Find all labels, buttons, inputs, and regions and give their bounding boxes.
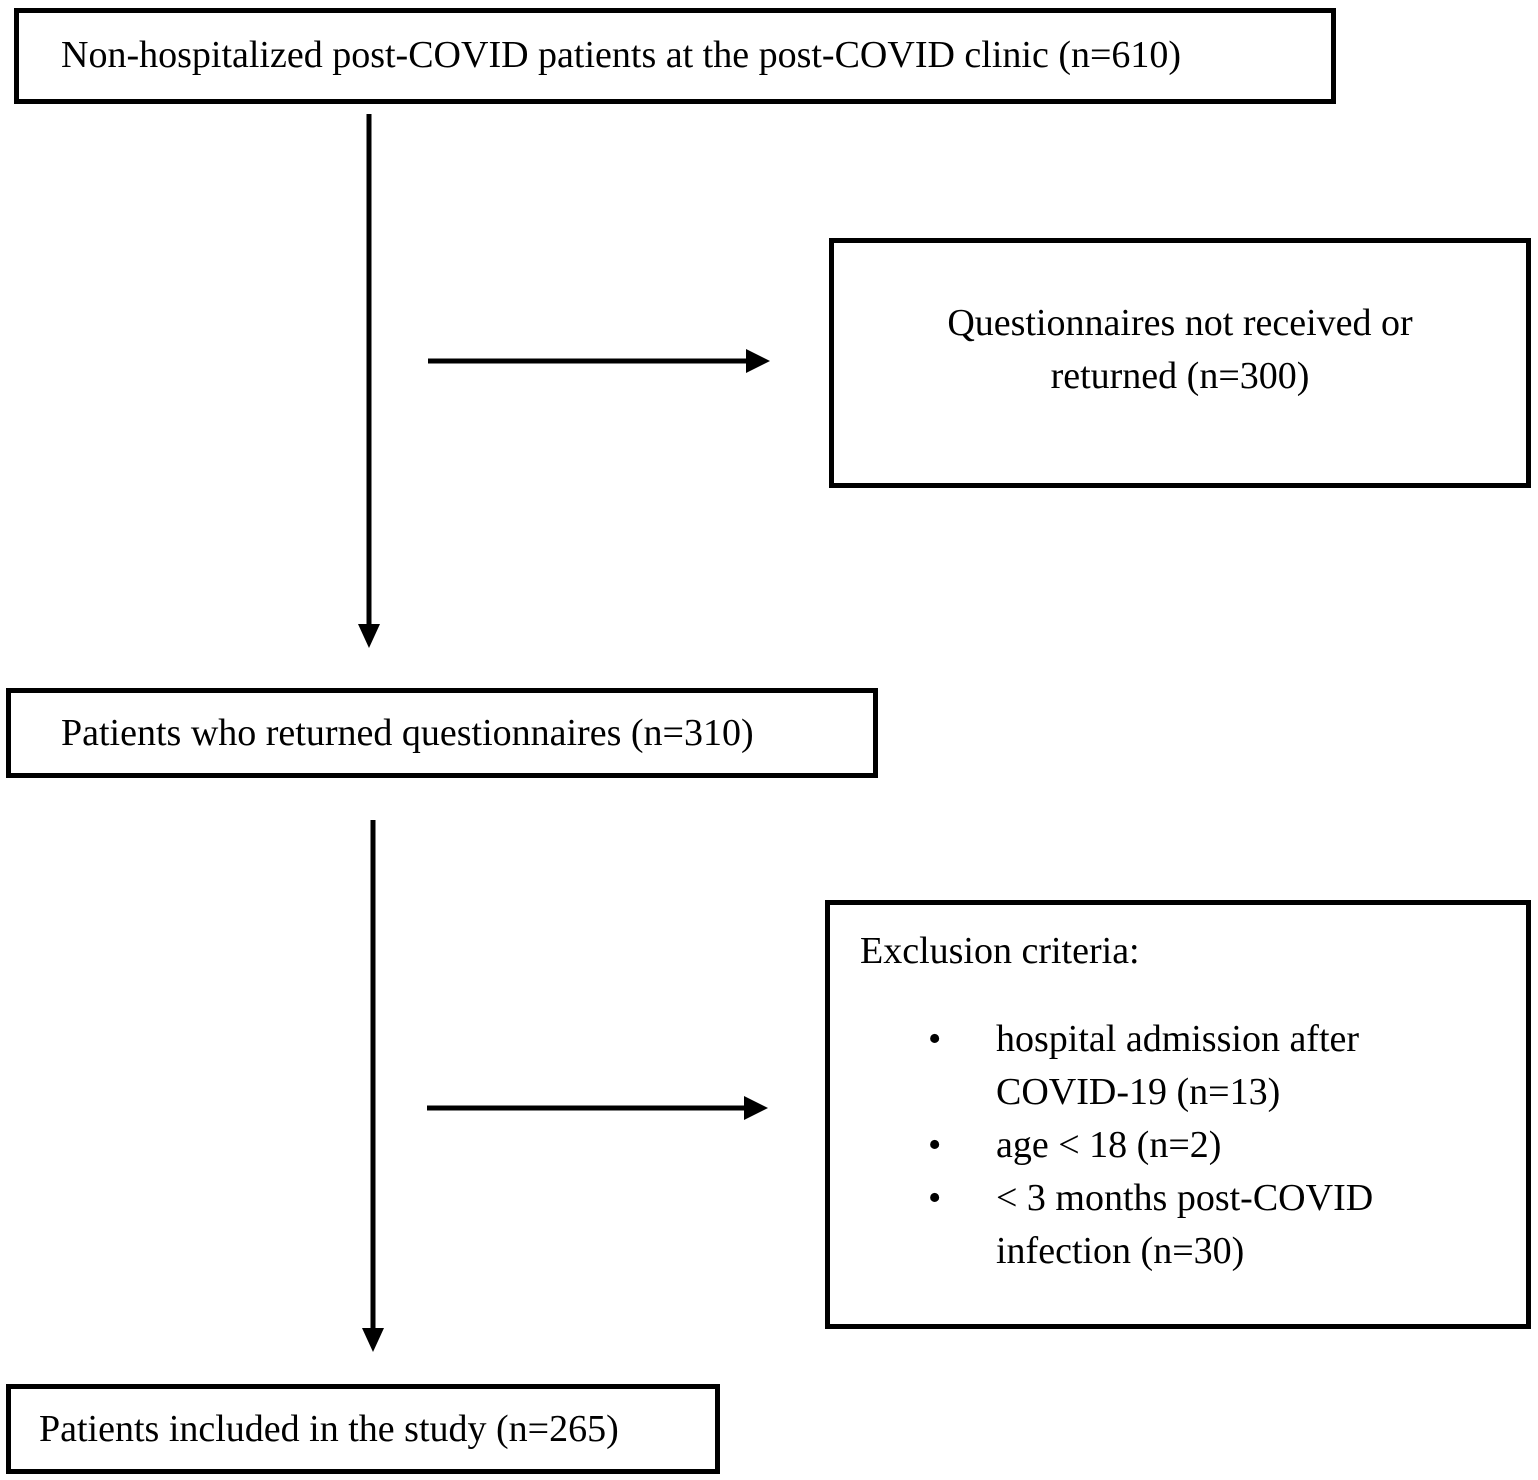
arrow-to-exclusion xyxy=(427,1096,768,1120)
box-returned-questionnaires: Patients who returned questionnaires (n=… xyxy=(6,688,878,778)
box-questionnaires-not-returned: Questionnaires not received or returned … xyxy=(829,238,1531,488)
arrow-returned-to-included xyxy=(362,820,384,1352)
bullet-icon: • xyxy=(928,1177,942,1219)
included-label: Patients included in the study (n=265) xyxy=(39,1408,619,1450)
exclusion-item-text: < 3 months post-COVID infection (n=30) xyxy=(996,1177,1374,1272)
exclusion-item: • < 3 months post-COVID infection (n=30) xyxy=(830,1172,1426,1278)
returned-label: Patients who returned questionnaires (n=… xyxy=(61,712,754,754)
exclusion-item: • hospital admission after COVID-19 (n=1… xyxy=(830,1013,1426,1119)
bullet-icon: • xyxy=(928,1018,942,1060)
exclusion-item-text: hospital admission after COVID-19 (n=13) xyxy=(996,1018,1360,1113)
exclusion-list: • hospital admission after COVID-19 (n=1… xyxy=(830,1013,1426,1278)
arrow-to-not-returned xyxy=(428,349,770,373)
arrow-start-to-returned xyxy=(358,114,380,648)
bullet-icon: • xyxy=(928,1124,942,1166)
exclusion-title: Exclusion criteria: xyxy=(860,930,1140,972)
box-exclusion-criteria: Exclusion criteria: • hospital admission… xyxy=(825,900,1531,1329)
not-returned-label: Questionnaires not received or returned … xyxy=(947,302,1413,397)
exclusion-item-text: age < 18 (n=2) xyxy=(996,1124,1222,1166)
exclusion-item: • age < 18 (n=2) xyxy=(830,1119,1426,1172)
start-population-label: Non-hospitalized post-COVID patients at … xyxy=(61,34,1182,76)
box-start-population: Non-hospitalized post-COVID patients at … xyxy=(14,8,1336,104)
box-included-patients: Patients included in the study (n=265) xyxy=(6,1384,720,1474)
